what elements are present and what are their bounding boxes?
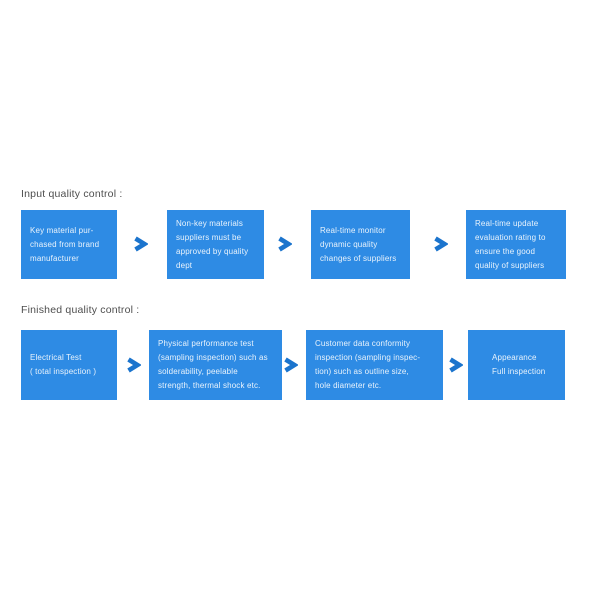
step-appearance-inspection: Appearance Full inspection (468, 330, 565, 400)
step-key-material-purchase: Key material pur- chased from brand manu… (21, 210, 117, 279)
chevron-right-icon (283, 357, 298, 373)
chevron-right-icon (126, 357, 141, 373)
chevron-right-icon (133, 236, 148, 252)
section-heading-input-quality: Input quality control : (21, 188, 123, 200)
step-physical-performance-test: Physical performance test (sampling insp… (149, 330, 282, 400)
step-real-time-update-rating: Real-time update evaluation rating to en… (466, 210, 566, 279)
step-electrical-test: Electrical Test ( total inspection ) (21, 330, 117, 400)
step-non-key-suppliers-approval: Non-key materials suppliers must be appr… (167, 210, 264, 279)
chevron-right-icon (277, 236, 292, 252)
chevron-right-icon (448, 357, 463, 373)
section-heading-finished-quality: Finished quality control : (21, 304, 140, 316)
chevron-right-icon (433, 236, 448, 252)
step-customer-data-conformity: Customer data conformity inspection (sam… (306, 330, 443, 400)
step-real-time-monitor: Real-time monitor dynamic quality change… (311, 210, 410, 279)
